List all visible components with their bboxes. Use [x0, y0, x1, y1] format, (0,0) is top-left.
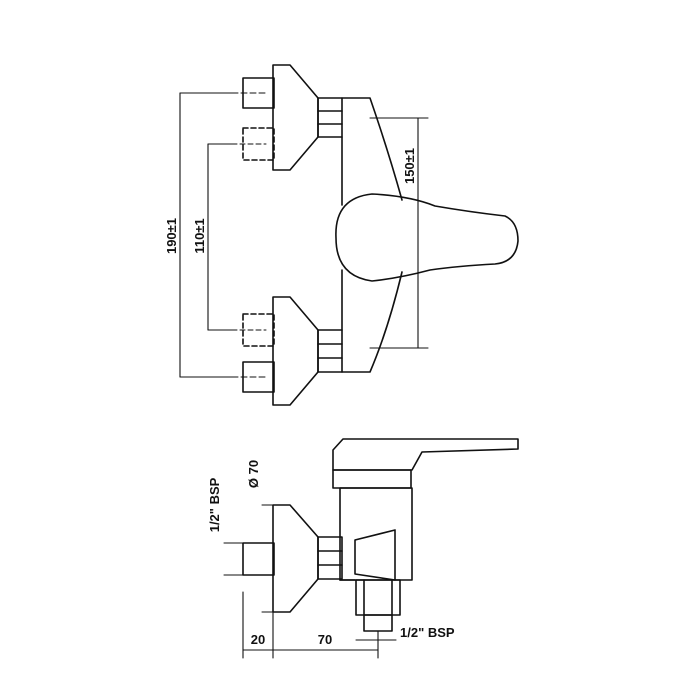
bottom-nut	[317, 329, 343, 373]
top-inlet-pipe	[231, 77, 275, 109]
lever-handle	[335, 193, 519, 282]
front-view	[231, 64, 519, 406]
bottom-inlet-pipe	[231, 361, 275, 393]
bottom-escutcheon	[272, 296, 319, 406]
side-inlet-pipe	[242, 542, 275, 576]
side-escutcheon	[272, 504, 319, 613]
dim-110: 110±1	[192, 218, 207, 253]
dim-70: 70	[318, 632, 332, 647]
dim-190: 190±1	[164, 218, 179, 254]
bottom-inlet-hidden	[231, 313, 275, 347]
side-cartridge	[354, 529, 396, 581]
side-view	[242, 438, 519, 632]
top-nut	[317, 97, 343, 138]
front-dimensions	[179, 92, 429, 378]
dim-inlet-bsp: 1/2" BSP	[207, 477, 222, 532]
dim-150: 150±1	[402, 148, 417, 184]
side-dimensions	[223, 504, 397, 659]
top-inlet-hidden	[231, 127, 275, 161]
side-lever	[332, 438, 519, 471]
dim-diameter-70: Ø 70	[246, 460, 261, 488]
dim-20: 20	[251, 632, 265, 647]
dim-outlet-bsp: 1/2" BSP	[400, 625, 455, 640]
side-nut	[317, 536, 343, 580]
dimension-labels: 190±1 110±1 150±1 Ø 70 1/2" BSP 20 70 1/…	[164, 148, 455, 647]
top-escutcheon	[272, 64, 319, 171]
side-cap	[332, 469, 412, 489]
side-outlet	[355, 579, 401, 632]
mixer-body	[341, 97, 403, 373]
